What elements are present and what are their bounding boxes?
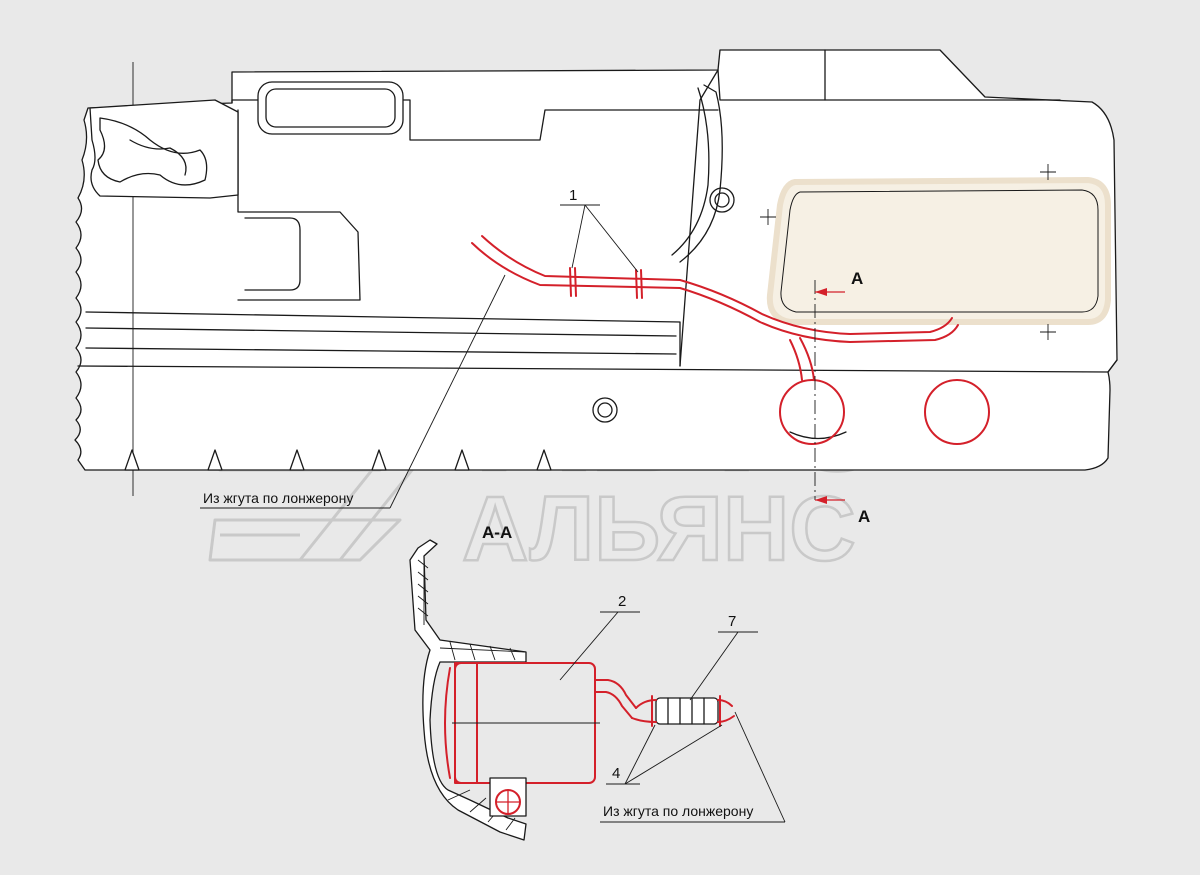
bolt-bottom-inner xyxy=(597,402,613,418)
leaders-detail xyxy=(559,611,786,823)
bolt-bottom xyxy=(592,397,618,423)
mounting-marks xyxy=(760,164,1056,340)
rear-window-glass xyxy=(780,189,1099,313)
harness-wire-lower xyxy=(481,235,953,335)
harness-branch-2 xyxy=(799,337,815,381)
callout-7: 7 xyxy=(728,613,736,630)
lower-panel-hatch xyxy=(447,789,516,831)
leaders-main xyxy=(200,204,639,509)
connector-clamps xyxy=(651,695,721,727)
bolt-top-inner xyxy=(714,192,730,208)
harness-wire-upper xyxy=(471,242,959,343)
rail-line-2 xyxy=(85,347,677,355)
panel-hatch xyxy=(417,559,429,617)
door-recess-inner xyxy=(244,217,301,291)
section-mark-top: А xyxy=(851,269,863,288)
grille-curve xyxy=(129,139,187,176)
roof-step-left xyxy=(717,69,826,101)
rail-line-1 xyxy=(85,327,677,337)
mount-bolt-cross xyxy=(496,790,520,814)
lamp-lens-front xyxy=(444,667,451,779)
connector-body xyxy=(655,697,719,725)
bracket-hatch xyxy=(439,641,527,661)
watermark-line2: АЛЬЯНС xyxy=(462,478,856,580)
top-vent-outer xyxy=(257,81,404,135)
clamp-1 xyxy=(569,267,577,297)
cab-body-outline xyxy=(74,49,1118,471)
door-seal-inner xyxy=(671,87,710,256)
clamp-2 xyxy=(635,269,643,299)
callout-2: 2 xyxy=(618,593,626,610)
top-vent-inner xyxy=(265,88,396,128)
lamp-circle-left xyxy=(779,379,845,445)
callout-4: 4 xyxy=(612,765,620,782)
bottom-notches xyxy=(124,449,552,471)
door-rear-edge xyxy=(679,69,719,367)
bolt-top xyxy=(709,187,735,213)
skirt-top-line xyxy=(77,365,1109,373)
grille-detail xyxy=(97,117,208,186)
lamp-cable-top xyxy=(594,679,637,709)
lamp-circle-right xyxy=(924,379,990,445)
door-bottom-edge xyxy=(85,311,681,367)
lamp-arc xyxy=(789,431,847,440)
connector-ribs xyxy=(667,697,705,725)
note-main: Из жгута по лонжерону xyxy=(203,490,353,506)
section-line-aa xyxy=(814,280,845,504)
connector-wire-in xyxy=(631,699,657,723)
harness-branch-1 xyxy=(789,339,803,381)
wire-harness xyxy=(471,235,990,445)
section-mark-bottom: А xyxy=(858,507,870,526)
skirt-corner xyxy=(1107,359,1118,373)
section-view-title: А-А xyxy=(482,523,512,542)
lamp-cable-bottom xyxy=(594,691,633,719)
detail-section-view xyxy=(409,539,735,841)
rear-window-frame xyxy=(766,176,1111,325)
callout-1: 1 xyxy=(569,187,577,204)
note-detail: Из жгута по лонжерону xyxy=(603,803,753,819)
cab-panel-section xyxy=(409,539,527,841)
cab-side-view xyxy=(74,49,1118,496)
door-seal-curve xyxy=(679,84,723,263)
upper-panel-line xyxy=(231,99,719,141)
